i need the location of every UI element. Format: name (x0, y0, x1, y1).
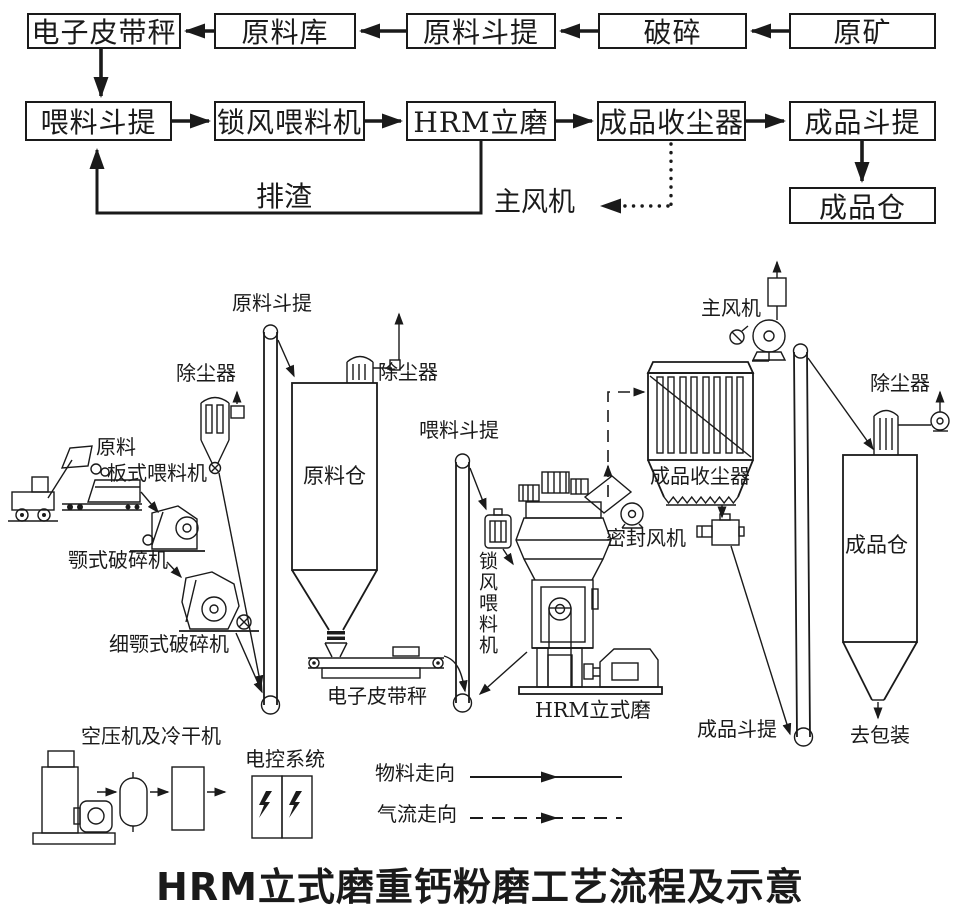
plate-feeder-label: 板式喂料机 (107, 461, 207, 485)
legend-material-label: 物料走向 (375, 761, 455, 785)
air-duct-dashed (603, 387, 646, 497)
legend-lines (470, 771, 622, 824)
flow-box-product-collector: 成品收尘器 (597, 101, 746, 141)
raw-silo-shape (291, 312, 404, 658)
product-elevator-label: 成品斗提 (697, 717, 777, 741)
cyclone-dust-collector-shape (200, 390, 264, 688)
to-packing-label: 去包装 (850, 723, 910, 747)
product-elevator-shape (792, 343, 874, 747)
dust-collector-right-label: 除尘器 (870, 371, 930, 395)
airlock-feeder-shape (484, 508, 514, 566)
belt-scale-label: 电子皮带秤 (327, 684, 427, 708)
plate-feeder-shape (62, 463, 159, 514)
flow-box-raw-store: 原料库 (214, 13, 356, 49)
wheel-loader-shape (8, 445, 93, 522)
product-collector-label: 成品收尘器 (650, 464, 750, 488)
jaw-crusher-label: 颚式破碎机 (68, 548, 168, 572)
main-fan-shape (729, 260, 787, 362)
sheet-title: HRM立式磨重钙粉磨工艺流程及示意 (156, 865, 804, 909)
feed-elevator-shape (452, 453, 487, 713)
flow-box-feed-elevator: 喂料斗提 (25, 101, 172, 141)
jaw-crusher-shape (130, 505, 205, 579)
fine-jaw-crusher-shape (179, 571, 263, 694)
raw-elevator-label: 原料斗提 (232, 291, 312, 315)
fine-jaw-crusher-label: 细颚式破碎机 (109, 632, 229, 656)
control-cabinets-shape (251, 775, 313, 839)
flow-box-hrm-mill: HRM立磨 (406, 101, 556, 141)
airlock-feeder-label: 锁风喂料机 (475, 551, 498, 656)
main-fan-label: 主风机 (701, 296, 761, 320)
silo-dust-collector-label: 除尘器 (378, 360, 438, 384)
main-fan-flow-label: 主风机 (494, 187, 575, 218)
raw-elevator-shape (260, 324, 295, 715)
product-collector-shape (646, 361, 792, 736)
seal-fan-shape (620, 502, 644, 529)
control-system-label: 电控系统 (245, 747, 325, 771)
flow-box-product-silo: 成品仓 (789, 187, 936, 224)
product-silo-shape (842, 390, 950, 720)
feed-elevator-label: 喂料斗提 (419, 418, 499, 442)
flow-box-raw-elevator: 原料斗提 (406, 13, 556, 49)
flow-box-raw-ore: 原矿 (789, 13, 936, 49)
hrm-mill-label: HRM立式磨 (535, 698, 651, 722)
flow-box-crushing: 破碎 (598, 13, 747, 49)
hrm-mill-shape (478, 471, 663, 695)
flow-box-belt-scale: 电子皮带秤 (27, 13, 181, 49)
product-silo-label: 成品仓 (845, 533, 908, 557)
slag-discharge-label: 排渣 (256, 180, 313, 213)
flowchart-arrows (89, 23, 870, 215)
legend-airflow-label: 气流走向 (377, 802, 457, 826)
flow-box-product-elevator: 成品斗提 (789, 101, 936, 141)
flow-box-airlock-feeder: 锁风喂料机 (214, 101, 365, 141)
air-compressor-label: 空压机及冷干机 (81, 724, 221, 748)
air-compressor-shape (32, 750, 227, 845)
belt-scale-shape (308, 646, 468, 693)
seal-fan-label: 密封风机 (606, 526, 686, 550)
raw-material-label: 原料 (96, 435, 136, 459)
raw-silo-label: 原料仓 (303, 464, 366, 488)
dust-collector-left-label: 除尘器 (176, 361, 236, 385)
